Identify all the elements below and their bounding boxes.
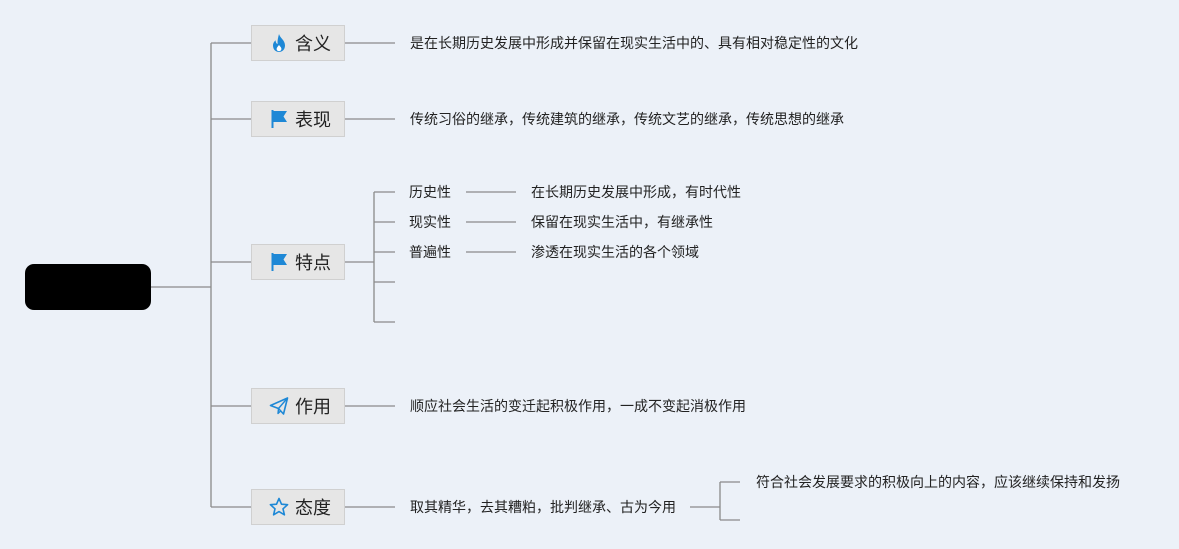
sub-node-historical[interactable]: 历史性 xyxy=(409,185,451,201)
node-label: 特点 xyxy=(295,253,331,274)
manifestation-detail: 传统习俗的继承，传统建筑的继承，传统文艺的继承，传统思想的继承 xyxy=(410,112,844,128)
node-label: 含义 xyxy=(295,34,331,55)
flag-icon xyxy=(269,109,289,129)
node-manifestation[interactable]: 表现 xyxy=(251,101,345,137)
fire-icon xyxy=(269,33,289,53)
node-attitude[interactable]: 态度 xyxy=(251,489,345,525)
function-detail: 顺应社会生活的变迁起积极作用，一成不变起消极作用 xyxy=(410,399,746,415)
node-function[interactable]: 作用 xyxy=(251,388,345,424)
attitude-sub-detail: 符合社会发展要求的积极向上的内容，应该继续保持和发扬 xyxy=(756,475,1120,491)
root-node[interactable] xyxy=(25,264,151,310)
universal-detail: 渗透在现实生活的各个领域 xyxy=(531,245,699,261)
flag-icon xyxy=(269,252,289,272)
star-icon xyxy=(269,497,289,517)
meaning-detail: 是在长期历史发展中形成并保留在现实生活中的、具有相对稳定性的文化 xyxy=(410,36,858,52)
realistic-detail: 保留在现实生活中，有继承性 xyxy=(531,215,713,231)
node-label: 作用 xyxy=(295,397,331,418)
node-characteristics[interactable]: 特点 xyxy=(251,244,345,280)
node-label: 表现 xyxy=(295,110,331,131)
historical-detail: 在长期历史发展中形成，有时代性 xyxy=(531,185,741,201)
node-meaning[interactable]: 含义 xyxy=(251,25,345,61)
sub-node-realistic[interactable]: 现实性 xyxy=(409,215,451,231)
node-label: 态度 xyxy=(295,498,331,519)
attitude-detail: 取其精华，去其糟粕，批判继承、古为今用 xyxy=(410,500,676,516)
sub-node-universal[interactable]: 普遍性 xyxy=(409,245,451,261)
paper-plane-icon xyxy=(269,396,289,416)
